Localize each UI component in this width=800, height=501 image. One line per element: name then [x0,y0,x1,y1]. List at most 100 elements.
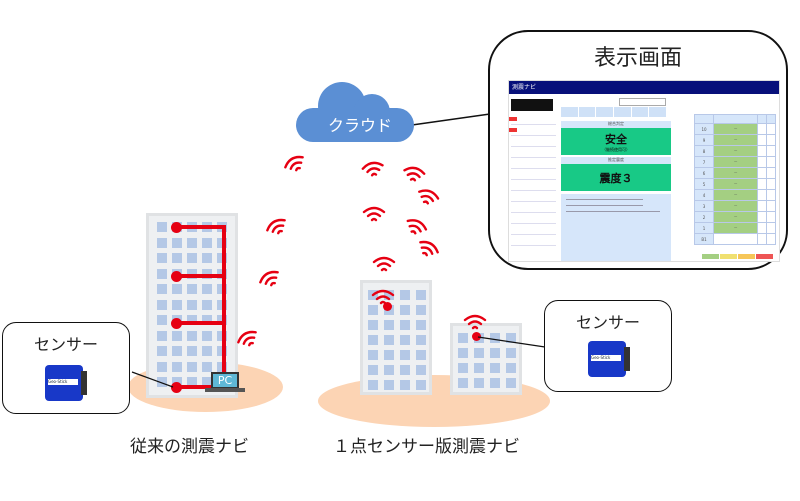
window [157,315,167,325]
event-log-item[interactable] [511,148,556,158]
window [416,305,426,315]
window [458,348,468,358]
window [157,253,167,263]
floor-status: － [712,222,759,234]
legend-orange [738,254,755,259]
wireless-signal-icon [362,206,386,222]
window [400,290,410,300]
event-log-item[interactable] [511,214,556,224]
intensity-box: 震度３ [561,164,671,191]
sensor-dot [171,271,182,282]
window [416,365,426,375]
window [157,346,167,356]
wireless-signal-icon [419,240,439,257]
floor-status [712,233,759,245]
event-log-item[interactable] [511,203,556,213]
floor-value [766,145,776,157]
window [490,363,500,373]
status-panel-head: 総合判定 [561,121,671,128]
status-box: 安全 （継続使用可） [561,128,671,155]
tab[interactable] [649,107,667,117]
tab[interactable] [596,107,614,117]
event-log-item[interactable] [511,137,556,147]
intensity-panel: 推定震度 震度３ [561,157,671,191]
window [202,253,212,263]
window [368,380,378,390]
sensor-dot [383,302,392,311]
sensor-label-right: センサー [575,313,640,332]
wireless-signal-icon [418,189,440,205]
floor-row: 7－ [694,156,776,168]
window [187,361,197,372]
floor-value [757,178,768,190]
alert-tag [509,117,517,121]
floor-row: 1－ [694,222,776,234]
window [172,330,182,341]
floor-value [757,222,768,234]
window [506,333,516,343]
event-log-item[interactable] [509,126,556,136]
window [202,346,212,356]
floor-value [757,145,768,157]
window [400,365,410,375]
floor-value [757,189,768,201]
event-log-item[interactable] [511,225,556,235]
window [506,348,516,358]
event-log-item[interactable] [509,115,556,125]
window [187,377,197,387]
floor-status: － [712,178,759,190]
wireless-signal-icon [403,166,426,182]
window [368,305,378,315]
window [187,253,197,263]
window [400,305,410,315]
window [172,237,182,248]
window [157,377,167,387]
event-log-item[interactable] [511,236,556,246]
event-log-item[interactable] [511,192,556,202]
tab[interactable] [614,107,631,117]
window [202,330,212,341]
window [474,378,484,388]
legend-red [756,254,773,259]
window [458,363,468,373]
floor-value [757,123,768,135]
app-screenshot: 測震ナビ 総合判定 安全 （継続使用可） 推定震度 震度３ 10－9－8－7－6… [508,80,780,262]
riser-cable [222,227,226,377]
window [172,346,182,356]
window [202,377,212,387]
floor-number: B1 [694,233,714,245]
intensity-value: 震度３ [599,171,633,185]
sensor-dot [171,222,182,233]
event-log-item[interactable] [511,170,556,180]
window [400,335,410,345]
tab[interactable] [631,107,649,117]
floor-value [766,233,776,245]
window [157,237,167,248]
floor-value [766,156,776,168]
floor-number: 6 [694,167,714,179]
cloud-display-line [411,112,498,126]
floor-value [766,123,776,135]
floor-value [757,134,768,146]
geo-stick-device-icon: Geo-Stick [588,341,630,377]
tab[interactable] [561,107,578,117]
window [458,378,468,388]
floor-table: 10－9－8－7－6－5－4－3－2－1－B1 [694,114,776,245]
floor-status: － [712,123,759,135]
window [416,335,426,345]
event-log-item[interactable] [511,159,556,169]
window [187,315,197,325]
event-log-item[interactable] [511,181,556,191]
floor-status: － [712,134,759,146]
notes-panel [561,194,671,261]
window [157,284,167,294]
floor-status: － [712,167,759,179]
window [490,333,500,343]
wireless-signal-icon [237,330,257,347]
date-field[interactable] [619,98,666,106]
tab[interactable] [578,107,596,117]
geo-stick-device-icon: Geo-Stick [45,365,87,401]
window [187,237,197,248]
window [202,237,212,248]
